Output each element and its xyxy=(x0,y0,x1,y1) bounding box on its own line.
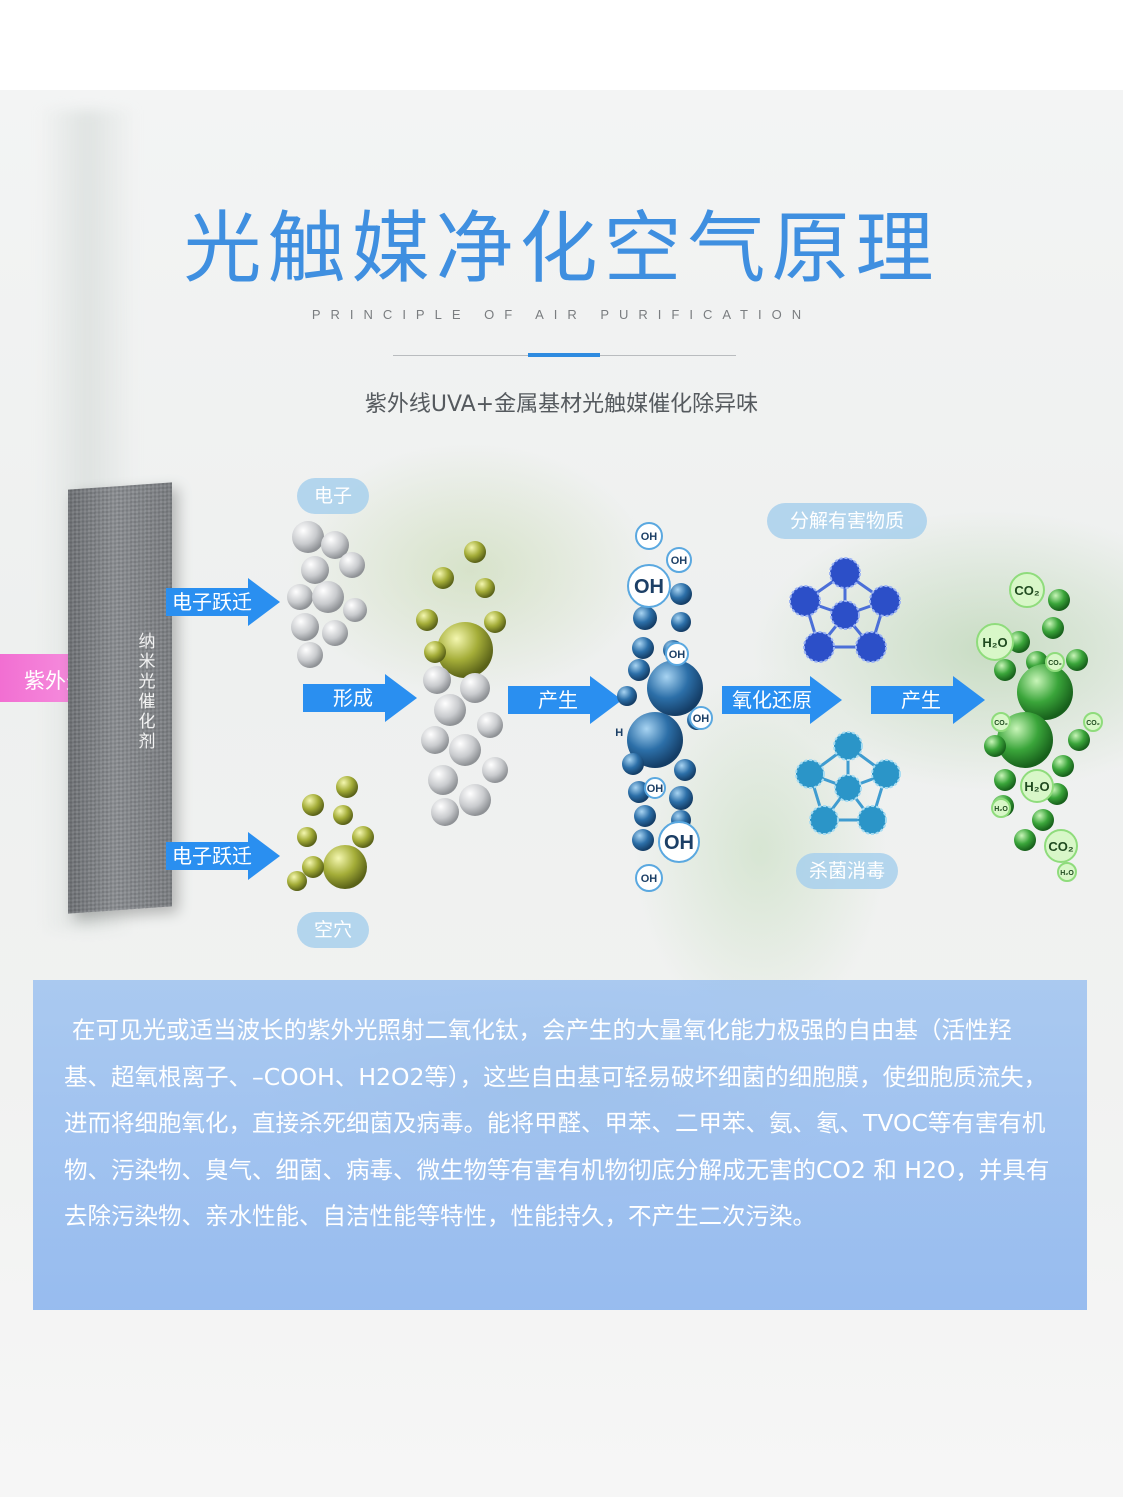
redox-arrow: 氧化还原 xyxy=(722,676,842,724)
electron-pill: 电子 xyxy=(297,478,369,514)
nano-catalyst-label: 纳米光催化剂 xyxy=(138,632,156,752)
harmful-substance-virus-icon xyxy=(789,557,901,663)
arrow-shape-icon xyxy=(508,676,622,724)
page-title: 光触媒净化空气原理 xyxy=(183,204,940,294)
oh-label: OH xyxy=(641,531,658,543)
decompose-pill: 分解有害物质 xyxy=(767,503,927,539)
co2-h2o-molecule-cluster: CO₂ H₂O CO₂ CO₂ CO₂ H₂O H₂O CO₂ H₂O xyxy=(976,572,1103,882)
h2o-label: H₂O xyxy=(1024,779,1049,794)
page-subtitle: PRINCIPLE OF AIR PURIFICATION xyxy=(311,307,812,322)
arrow-shape-icon xyxy=(166,832,280,880)
oh-label: OH xyxy=(615,727,623,739)
oh-label: OH xyxy=(693,713,710,725)
combined-molecule-cluster xyxy=(416,541,508,826)
h2o-label: H₂O xyxy=(982,635,1007,650)
oh-label: OH xyxy=(664,832,694,854)
oh-label: OH xyxy=(671,555,688,567)
produce-label-2: 产生 xyxy=(901,688,941,712)
title-divider-accent xyxy=(528,353,600,357)
description-box xyxy=(33,980,1087,1310)
co2-label: CO₂ xyxy=(994,720,1008,727)
bacteria-virus-icon xyxy=(795,731,901,835)
arrow-shape-icon xyxy=(166,578,280,626)
electron-jump-arrow-top: 电子跃迁 xyxy=(166,578,280,626)
h2o-label: H₂O xyxy=(1060,870,1074,877)
oh-label: OH xyxy=(647,783,664,795)
oh-label: OH xyxy=(669,649,686,661)
produce-label-1: 产生 xyxy=(538,688,578,712)
hole-pill: 空穴 xyxy=(297,912,369,948)
co2-label: CO₂ xyxy=(1014,583,1040,598)
hydroxyl-molecule-cluster: OH OH OH OH OH OH OH OH OH xyxy=(615,522,713,892)
produce-arrow-1: 产生 xyxy=(508,676,622,724)
oh-label: OH xyxy=(641,873,658,885)
form-arrow: 形成 xyxy=(303,674,417,722)
hole-molecule-cluster xyxy=(287,776,374,891)
arrow-shape-icon xyxy=(871,676,985,724)
co2-label: CO₂ xyxy=(1048,660,1062,667)
sterilize-pill: 杀菌消毒 xyxy=(796,853,898,889)
form-label: 形成 xyxy=(333,686,373,710)
tagline: 紫外线UVA+金属基材光触媒催化除异味 xyxy=(364,392,759,417)
oh-label: OH xyxy=(634,576,664,598)
description-text: 在可见光或适当波长的紫外光照射二氧化钛，会产生的大量氧化能力极强的自由基（活性羟… xyxy=(64,1016,1050,1230)
electron-jump-label-top: 电子跃迁 xyxy=(172,590,252,614)
electron-molecule-cluster xyxy=(287,521,367,668)
produce-arrow-2: 产生 xyxy=(871,676,985,724)
h2o-label: H₂O xyxy=(994,806,1008,813)
arrow-shape-icon xyxy=(303,674,417,722)
electron-jump-arrow-bottom: 电子跃迁 xyxy=(166,832,280,880)
redox-label: 氧化还原 xyxy=(732,688,812,712)
co2-label: CO₂ xyxy=(1086,720,1100,727)
co2-label: CO₂ xyxy=(1048,839,1074,854)
electron-jump-label-bottom: 电子跃迁 xyxy=(172,844,252,868)
arrow-shape-icon xyxy=(722,676,842,724)
